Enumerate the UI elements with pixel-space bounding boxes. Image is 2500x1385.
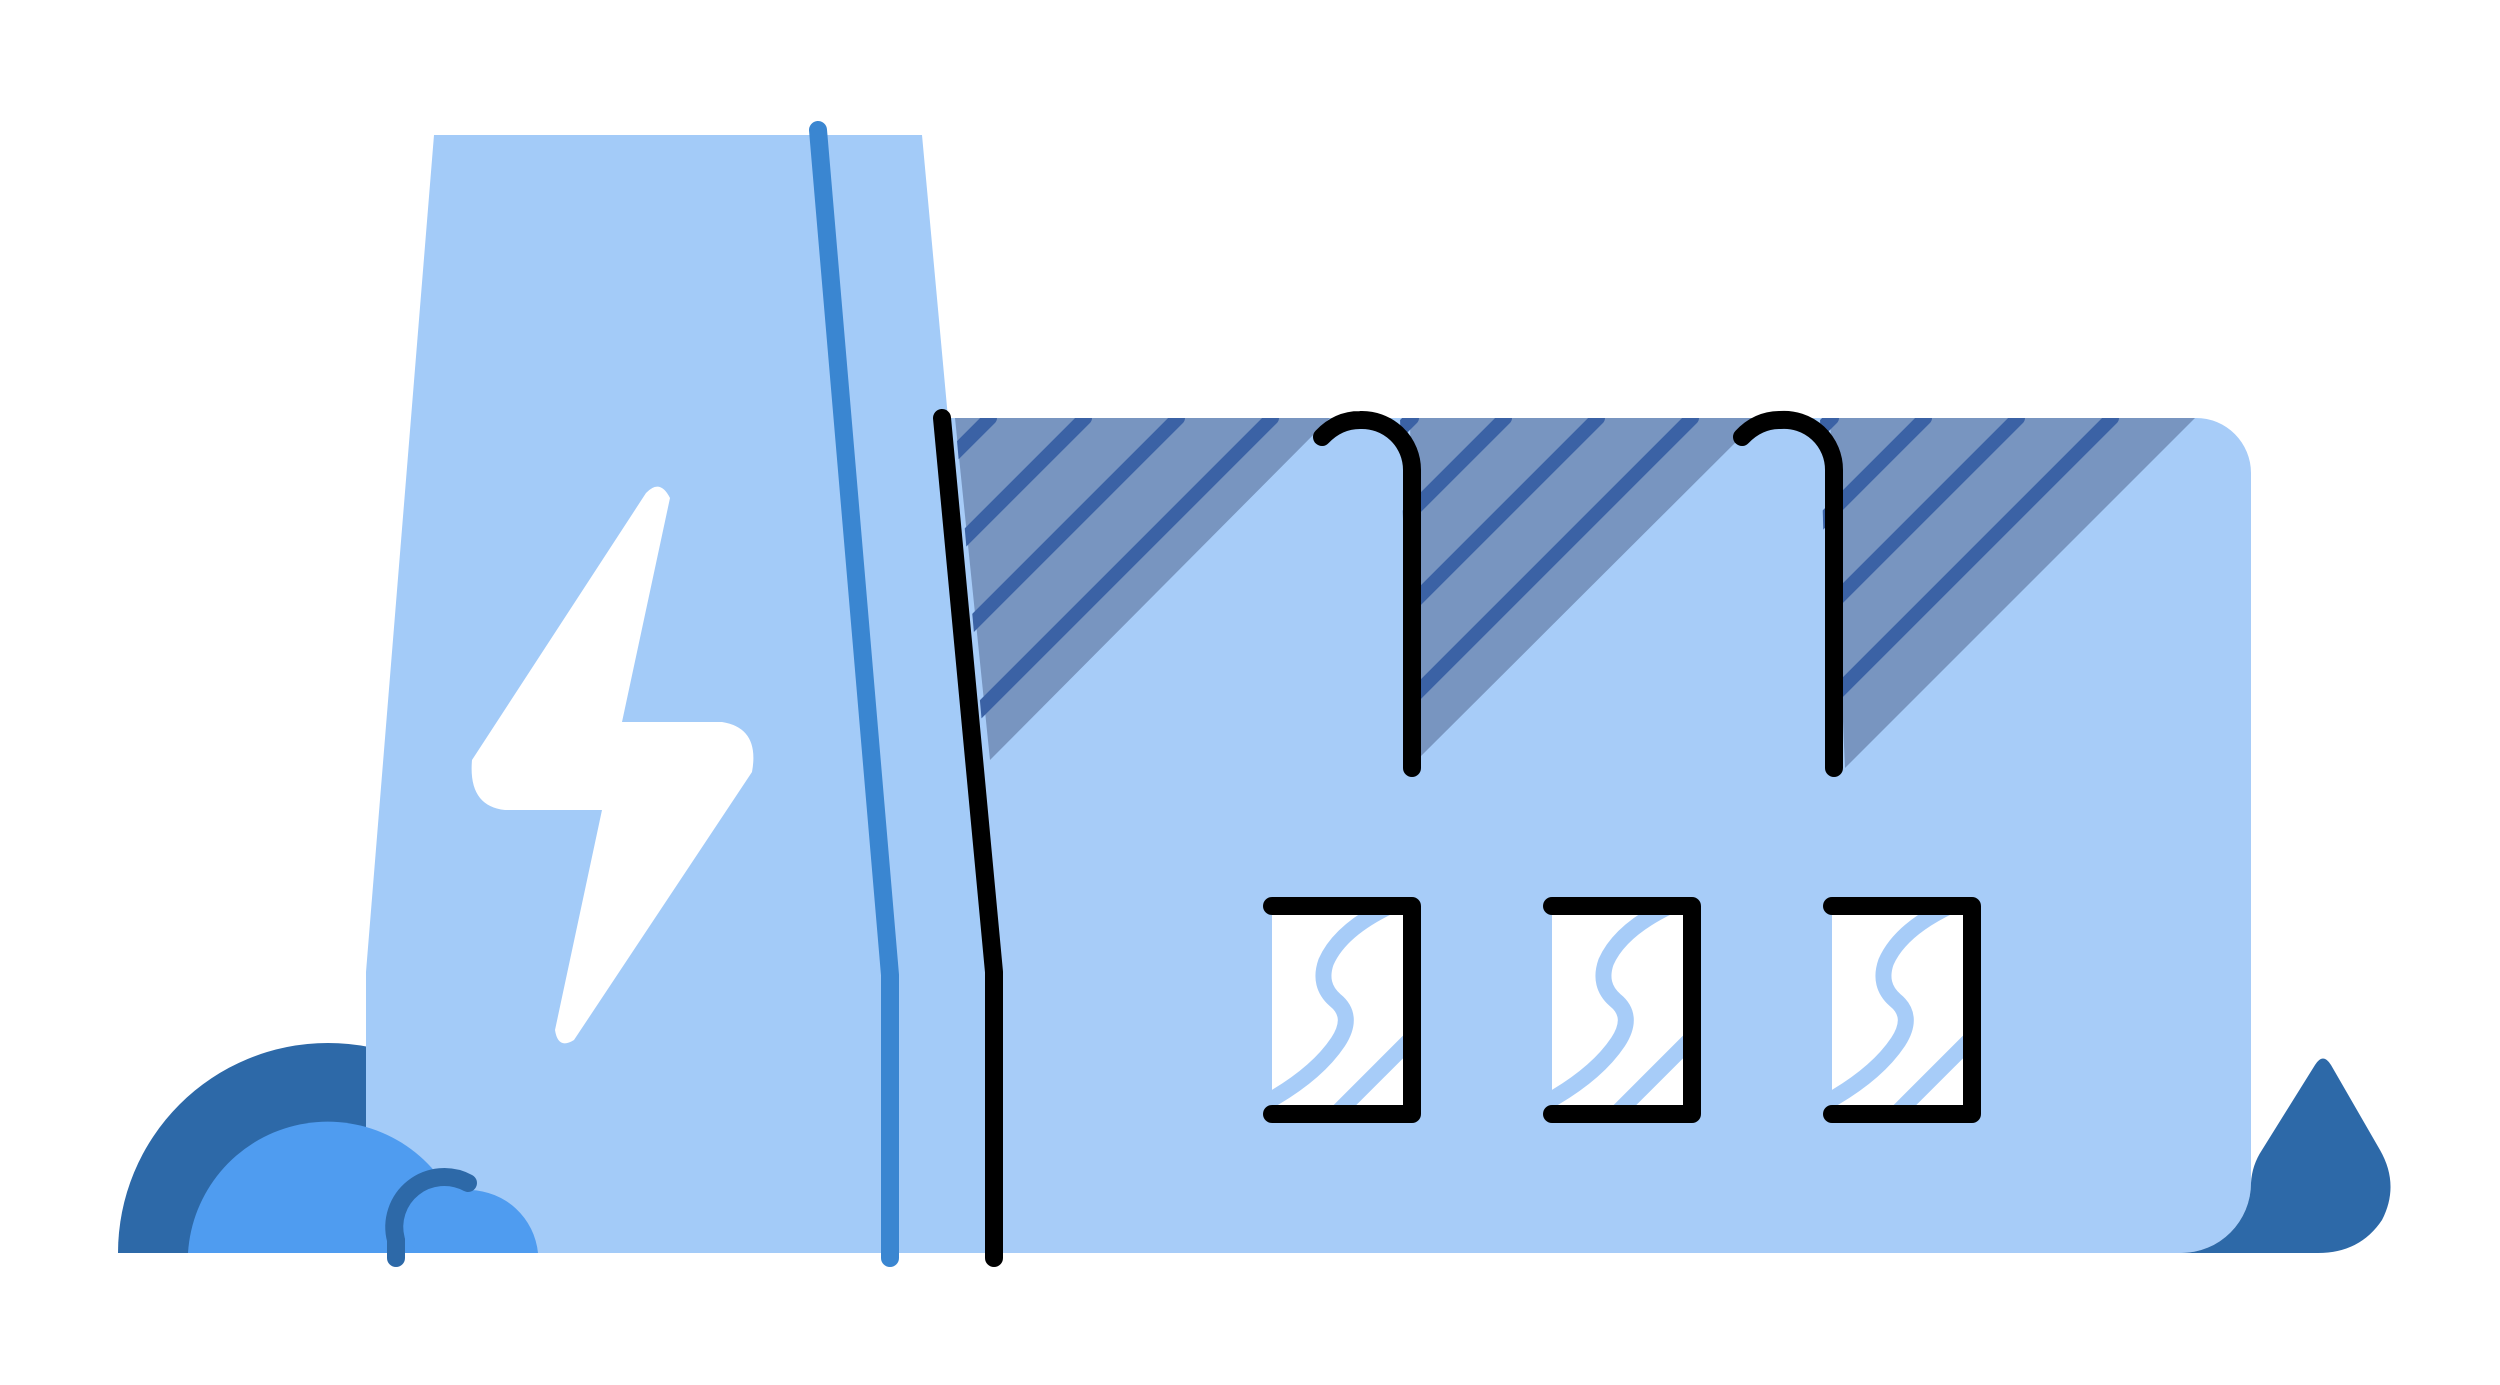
tree-icon xyxy=(2181,1058,2391,1253)
roof-hook-2 xyxy=(1733,410,1844,777)
power-tower xyxy=(366,135,1000,1253)
window-icon xyxy=(1263,897,1421,1123)
roof-hook-1 xyxy=(1313,410,1421,777)
window-icon xyxy=(1543,897,1701,1123)
window-icon xyxy=(1823,897,1981,1123)
lightning-bolt-icon xyxy=(471,486,754,1044)
bush-icon xyxy=(188,1121,538,1267)
tower-accent-line xyxy=(809,121,899,1267)
building-outline-left xyxy=(933,409,1003,1267)
